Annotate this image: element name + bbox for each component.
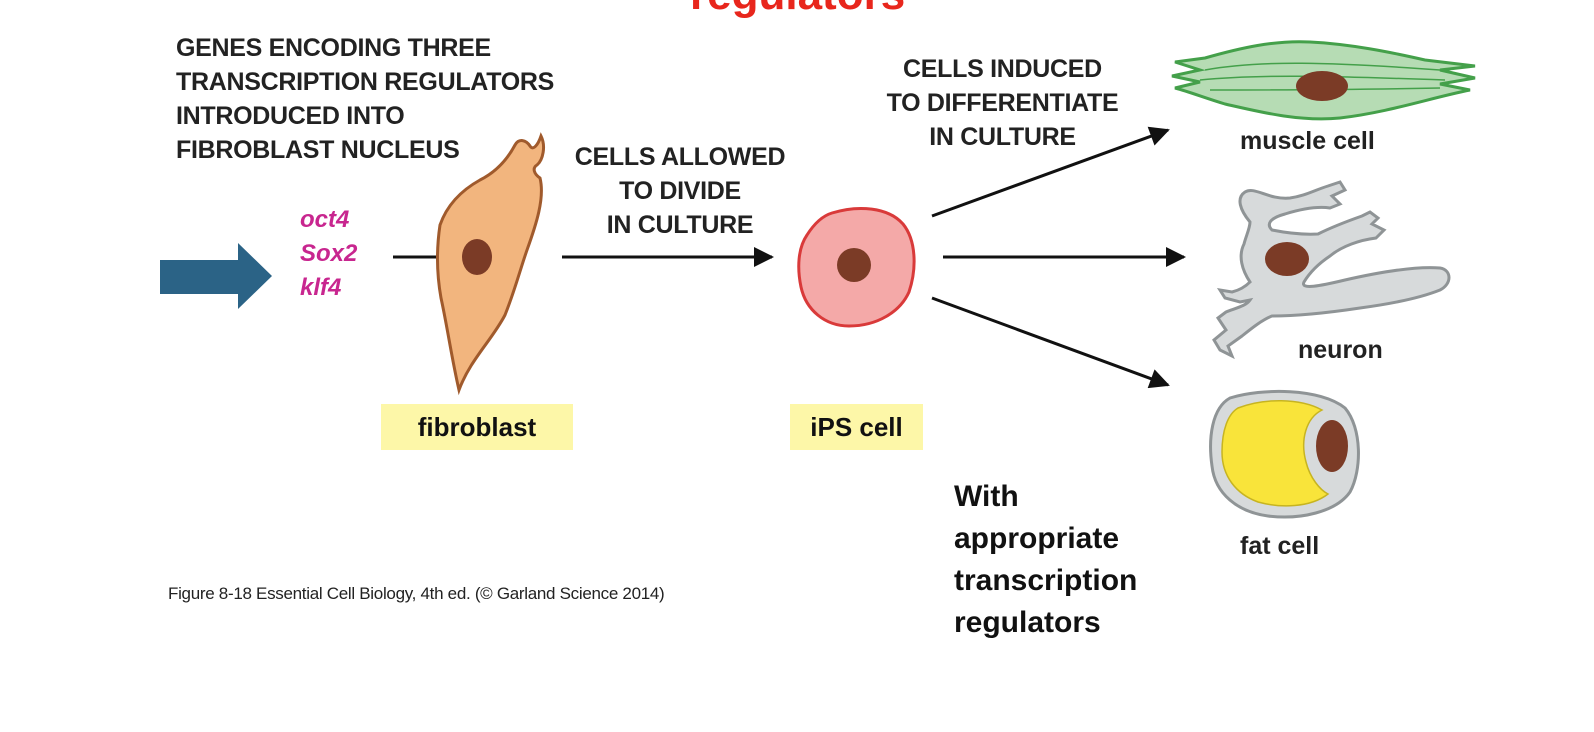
arrow-to-muscle — [931, 126, 1170, 218]
diff-label-line: TO DIFFERENTIATE — [886, 89, 1119, 117]
fat-cell — [1209, 389, 1360, 519]
figure-caption: Figure 8-18 Essential Cell Biology, 4th … — [168, 584, 665, 603]
transcription-regulators-note: With appropriate transcription regulator… — [954, 476, 1137, 644]
genes-label-line: FIBROBLAST NUCLEUS — [176, 136, 460, 164]
muscle-cell-label: muscle cell — [1240, 127, 1375, 155]
note-line: regulators — [954, 606, 1101, 639]
gene-sox2: Sox2 — [300, 240, 358, 267]
muscle-cell — [1171, 40, 1476, 121]
slide-title: regulators — [690, 0, 905, 20]
blue-arrow-icon — [160, 243, 272, 309]
note-line: With — [954, 480, 1019, 513]
ips-cell-tag: iPS cell — [790, 404, 923, 450]
genes-introduced-label: GENES ENCODING THREE TRANSCRIPTION REGUL… — [176, 31, 554, 167]
fibroblast-nucleus — [462, 239, 492, 275]
arrow-to-fat — [931, 296, 1170, 389]
fibroblast-tag: fibroblast — [381, 404, 573, 450]
note-line: transcription — [954, 564, 1138, 597]
diff-label-line: CELLS INDUCED — [903, 55, 1102, 83]
fat-cell-label: fat cell — [1240, 532, 1320, 560]
gene-oct4: oct4 — [300, 206, 350, 233]
gene-list: oct4 Sox2 klf4 — [300, 203, 357, 305]
neuron-label: neuron — [1298, 336, 1383, 364]
genes-label-line: GENES ENCODING THREE — [176, 34, 491, 62]
note-line: appropriate — [954, 522, 1120, 555]
genes-label-line: INTRODUCED INTO — [176, 102, 405, 130]
diff-label-line: IN CULTURE — [929, 123, 1076, 151]
divide-label-line: CELLS ALLOWED — [574, 143, 786, 171]
neuron-cell — [1212, 180, 1451, 360]
gene-klf4: klf4 — [300, 274, 342, 301]
genes-label-line: TRANSCRIPTION REGULATORS — [176, 68, 554, 96]
ips-nucleus — [837, 248, 871, 282]
divide-label-line: TO DIVIDE — [619, 177, 741, 205]
cells-differentiate-label: CELLS INDUCED TO DIFFERENTIATE IN CULTUR… — [870, 52, 1135, 154]
divide-label-line: IN CULTURE — [606, 211, 754, 239]
cells-divide-label: CELLS ALLOWED TO DIVIDE IN CULTURE — [560, 140, 800, 242]
